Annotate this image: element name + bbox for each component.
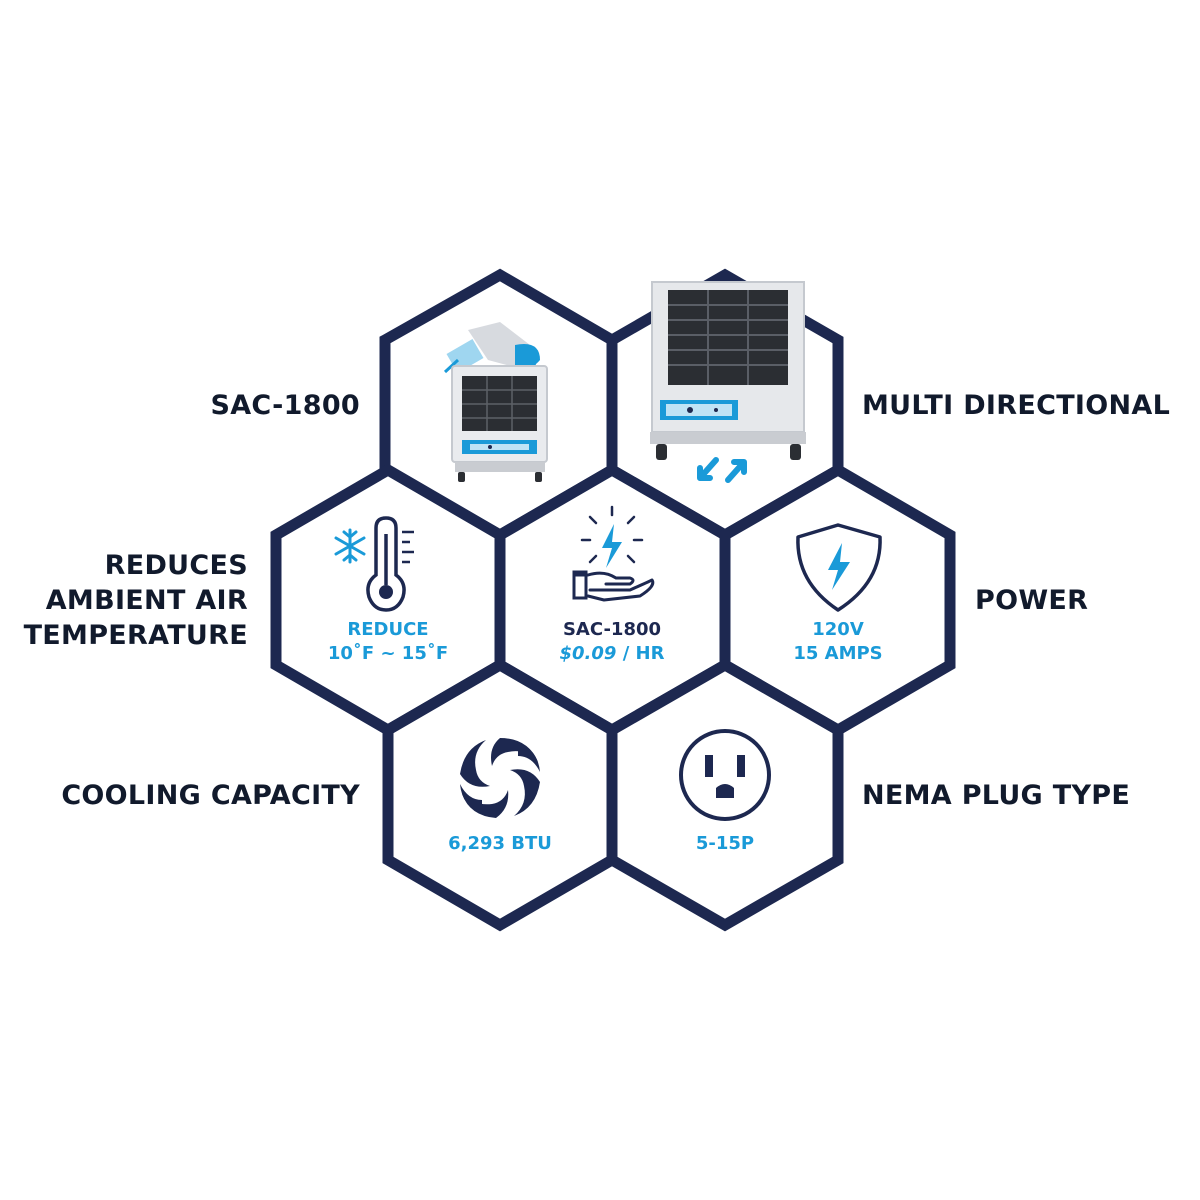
label-cooling-capacity: COOLING CAPACITY <box>61 780 360 811</box>
plug-type: 5-15P <box>695 833 755 854</box>
cost-model: SAC-1800 <box>562 619 662 640</box>
power-voltage: 120V <box>812 619 864 640</box>
temperature-text: REDUCE 10˚F ~ 15˚F <box>328 618 448 666</box>
cooling-btu: 6,293 BTU <box>448 833 552 854</box>
air-conditioner-front-with-arrows-icon <box>650 281 806 483</box>
air-conditioner-unit-icon <box>443 322 548 482</box>
cost-text: SAC-1800 $0.09 / HR <box>560 618 665 666</box>
temperature-line-1: REDUCE <box>347 619 429 640</box>
cost-price: $0.09 <box>559 643 617 664</box>
label-reduces-temperature: REDUCES AMBIENT AIR TEMPERATURE <box>24 548 248 653</box>
power-text: 120V 15 AMPS <box>793 618 882 666</box>
power-amps: 15 AMPS <box>793 643 883 664</box>
label-nema-plug-type: NEMA PLUG TYPE <box>862 780 1131 811</box>
cost-per-hour: / HR <box>616 643 665 664</box>
label-multi-directional: MULTI DIRECTIONAL <box>862 390 1171 421</box>
temperature-line-2: 10˚F ~ 15˚F <box>327 643 449 664</box>
label-power: POWER <box>975 585 1089 616</box>
nema-outlet-icon <box>679 729 771 821</box>
label-reduces-line-3: TEMPERATURE <box>23 620 248 651</box>
hand-lightning-icon <box>572 505 655 602</box>
label-reduces-line-1: REDUCES <box>104 550 248 581</box>
shield-lightning-icon <box>796 523 882 612</box>
snowflake-thermometer-icon <box>334 516 414 612</box>
label-reduces-line-2: AMBIENT AIR <box>45 585 248 616</box>
label-sac-1800: SAC-1800 <box>210 390 360 421</box>
swirl-fan-icon <box>460 738 540 818</box>
